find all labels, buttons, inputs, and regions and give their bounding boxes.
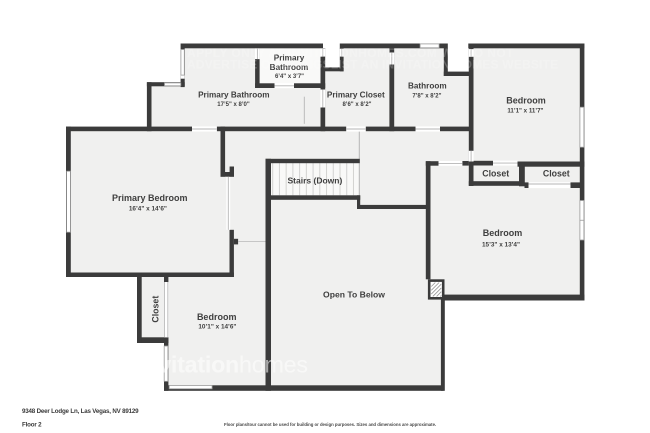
svg-text:APPLY ONLY AT INVITATIONHOMES.: APPLY ONLY AT INVITATIONHOMES.COM WE DO … — [187, 46, 514, 60]
svg-text:11’1" x 11’7": 11’1" x 11’7" — [507, 107, 543, 114]
svg-text:17’5" x 8’0": 17’5" x 8’0" — [217, 102, 250, 108]
svg-text:16’4" x 14’6": 16’4" x 14’6" — [129, 205, 167, 212]
svg-text:Bedroom: Bedroom — [197, 312, 237, 322]
svg-text:Bathroom: Bathroom — [270, 63, 309, 72]
svg-text:10’1" x 14’6": 10’1" x 14’6" — [198, 323, 236, 330]
svg-text:Closet: Closet — [151, 296, 161, 323]
svg-text:6’4" x 3’7": 6’4" x 3’7" — [275, 74, 304, 80]
svg-text:Stairs (Down): Stairs (Down) — [288, 176, 343, 186]
svg-text:Primary Bathroom: Primary Bathroom — [198, 90, 269, 99]
svg-text:Bathroom: Bathroom — [408, 82, 447, 91]
svg-text:15’3" x 13’4": 15’3" x 13’4" — [482, 241, 520, 248]
svg-text:8’6" x 8’2": 8’6" x 8’2" — [342, 102, 371, 108]
svg-text:Bedroom: Bedroom — [483, 228, 523, 238]
svg-text:7’8" x 8’2": 7’8" x 8’2" — [412, 93, 441, 99]
svg-text:Closet: Closet — [543, 168, 570, 178]
svg-text:Bedroom: Bedroom — [506, 95, 546, 105]
svg-text:Primary: Primary — [274, 53, 305, 62]
svg-text:Floor plans/tour cannot be use: Floor plans/tour cannot be used for buil… — [224, 422, 436, 427]
svg-text:Primary Closet: Primary Closet — [327, 90, 385, 99]
svg-text:invitationhomes: invitationhomes — [138, 352, 308, 378]
svg-text:Closet: Closet — [482, 168, 509, 178]
svg-text:9348 Deer Lodge Ln, Las Vegas,: 9348 Deer Lodge Ln, Las Vegas, NV 89129 — [22, 408, 139, 415]
svg-text:Floor 2: Floor 2 — [22, 421, 42, 428]
svg-text:Primary Bedroom: Primary Bedroom — [112, 193, 188, 203]
svg-text:ADVERTISE ON CRAIGSLIST AN INV: ADVERTISE ON CRAIGSLIST AN INVITATION HO… — [187, 58, 558, 72]
svg-text:Open To Below: Open To Below — [323, 290, 385, 300]
